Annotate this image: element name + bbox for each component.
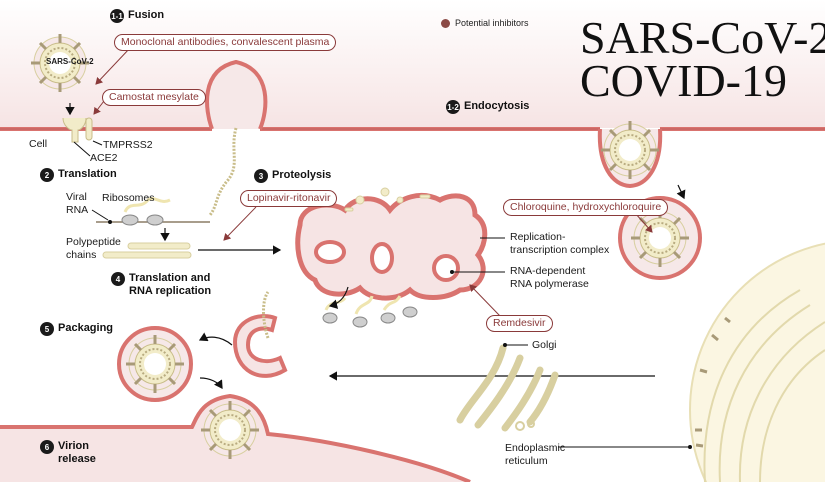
step-label-line: Virion — [58, 440, 89, 452]
step-number-badge: 1-2 — [446, 100, 460, 114]
label-line: Viral — [66, 191, 87, 203]
virus-label: SARS-CoV-2 — [46, 57, 94, 66]
ribosomes-label: Ribosomes — [102, 192, 155, 204]
step-number-badge: 6 — [40, 440, 54, 454]
golgi-label: Golgi — [532, 339, 557, 351]
title-line-1: SARS-CoV-2 — [580, 12, 825, 63]
step-label: Fusion — [128, 9, 165, 21]
label-line: RNA — [66, 204, 89, 216]
step-fusion: 1-1 Fusion — [110, 9, 164, 23]
label-line: RNA polymerase — [510, 278, 589, 290]
step-label: Proteolysis — [272, 169, 332, 181]
inhibitor-lopinavir: Lopinavir-ritonavir — [240, 190, 338, 207]
inhibitor-legend-swatch — [441, 18, 450, 28]
step-number-badge: 4 — [111, 272, 125, 286]
step-number-badge: 2 — [40, 168, 54, 182]
label-line: reticulum — [505, 455, 548, 467]
step-endocytosis: 1-2 Endocytosis — [446, 100, 529, 114]
inhibitor-camostat: Camostat mesylate — [102, 89, 206, 106]
title-line-2: COVID-19 — [580, 55, 787, 106]
step-label-line: Translation and — [129, 272, 211, 284]
tmprss2-label: TMPRSS2 — [103, 139, 153, 151]
label-line: transcription complex — [510, 244, 610, 256]
step-label-line: release — [58, 453, 96, 465]
step-proteolysis: 3 Proteolysis — [254, 169, 331, 183]
label-line: Replication- — [510, 231, 566, 243]
inhibitor-monoclonal-antibodies: Monoclonal antibodies, convalescent plas… — [114, 34, 337, 51]
step-number-badge: 5 — [40, 322, 54, 336]
step-label: Translation — [58, 168, 117, 180]
step-label: Packaging — [58, 322, 114, 334]
inhibitor-remdesivir: Remdesivir — [486, 315, 553, 332]
step-packaging: 5 Packaging — [40, 322, 113, 336]
legend: Potential inhibitors — [441, 18, 529, 28]
label-line: Endoplasmic — [505, 442, 566, 454]
step-translation: 2 Translation — [40, 168, 117, 182]
rtc-label: Replication-transcription complex — [510, 231, 609, 257]
ace2-label: ACE2 — [90, 152, 118, 164]
label-line: RNA-dependent — [510, 265, 586, 277]
step-number-badge: 1-1 — [110, 9, 124, 23]
step-number-badge: 3 — [254, 169, 268, 183]
legend-label: Potential inhibitors — [455, 18, 529, 28]
label-line: Polypeptide — [66, 236, 121, 248]
inhibitor-chloroquine: Chloroquine, hydroxychloroquire — [503, 199, 669, 216]
label-line: chains — [66, 249, 97, 261]
step-label: Endocytosis — [464, 100, 530, 112]
step-label-line: RNA replication — [129, 285, 212, 297]
cell-label: Cell — [29, 138, 48, 150]
